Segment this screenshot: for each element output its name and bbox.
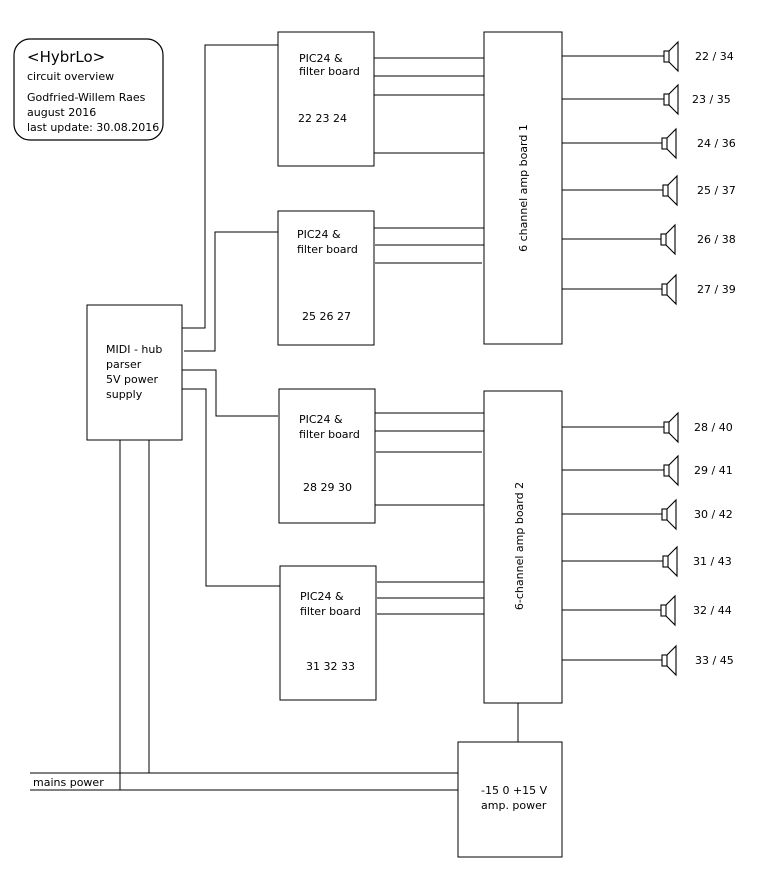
speaker-label: 27 / 39: [697, 283, 736, 296]
speaker-icon: [663, 411, 679, 444]
wire-pic1-to-amp1: [374, 57, 484, 154]
speaker-icon: [661, 127, 677, 160]
speaker: 27 / 39: [562, 273, 736, 306]
pic-board-line-1: PIC24 &: [300, 590, 344, 603]
speaker: 26 / 38: [562, 223, 736, 256]
wire-pic3-to-amp2: [375, 412, 484, 506]
midi-hub-line-4: supply: [106, 388, 143, 401]
amp-power-box: -15 0 +15 V amp. power: [457, 741, 563, 858]
pic-board-line-1: PIC24 &: [299, 52, 343, 65]
speaker-icon: [663, 83, 679, 116]
speaker-label: 28 / 40: [694, 421, 733, 434]
midi-hub-line-3: 5V power: [106, 373, 158, 386]
speaker-label: 31 / 43: [693, 555, 732, 568]
speaker-icon: [663, 40, 679, 73]
midi-hub-line-2: parser: [106, 358, 142, 371]
pic-board-line-1: PIC24 &: [299, 413, 343, 426]
wire-hub-to-pic2: [184, 231, 278, 352]
amp-board-label: 6 channel amp board 1: [517, 124, 530, 252]
pic-board-frame: [277, 210, 375, 346]
pic-board-frame: [278, 388, 376, 524]
amp-board-frame: [483, 31, 563, 345]
speaker: 25 / 37: [562, 174, 736, 207]
speaker-label: 33 / 45: [695, 654, 734, 667]
info-title: <HybrLo>: [27, 48, 105, 66]
pic-board-2: PIC24 & filter board 25 26 27: [277, 210, 375, 346]
speaker: 24 / 36: [562, 127, 736, 160]
speaker-icon: [663, 454, 679, 487]
info-box: <HybrLo> circuit overview Godfried-Wille…: [13, 38, 164, 141]
pic-board-4: PIC24 & filter board 31 32 33: [279, 565, 377, 701]
speaker-icon: [661, 498, 677, 531]
speakers: 22 / 34 23 / 35 24 / 36 25 / 37 26 / 38 27 / …: [562, 40, 736, 677]
amp-power-line-2: amp. power: [481, 799, 547, 812]
speaker: 31 / 43: [562, 545, 732, 578]
info-author: Godfried-Willem Raes: [27, 91, 146, 104]
speaker-label: 29 / 41: [694, 464, 733, 477]
midi-hub-frame: [86, 304, 183, 441]
amp-board-1: 6 channel amp board 1: [483, 31, 563, 345]
speaker: 32 / 44: [562, 594, 732, 627]
pic-board-3: PIC24 & filter board 28 29 30: [278, 388, 376, 524]
info-date: august 2016: [27, 106, 96, 119]
wire-hub-to-pic3: [182, 369, 278, 417]
speaker: 30 / 42: [562, 498, 733, 531]
pic-board-line-2: filter board: [299, 428, 360, 441]
pic-board-frame: [279, 565, 377, 701]
pic-board-frame: [277, 31, 375, 167]
mains-power-label: mains power: [33, 776, 104, 789]
amp-power-frame: [457, 741, 563, 858]
amp-board-label: 6-channel amp board 2: [513, 482, 526, 610]
speaker-label: 32 / 44: [693, 604, 732, 617]
speaker-label: 22 / 34: [695, 50, 734, 63]
wire-hub-to-pic4: [182, 388, 280, 587]
speaker-icon: [662, 174, 678, 207]
speaker: 33 / 45: [562, 644, 734, 677]
speaker-icon: [660, 594, 676, 627]
speaker: 23 / 35: [562, 83, 731, 116]
pic-board-channels: 22 23 24: [298, 112, 347, 125]
pic-board-line-2: filter board: [297, 243, 358, 256]
speaker-icon: [662, 545, 678, 578]
speaker-label: 23 / 35: [692, 93, 731, 106]
pic-board-line-2: filter board: [299, 65, 360, 78]
speaker-icon: [660, 223, 676, 256]
speaker-label: 25 / 37: [697, 184, 736, 197]
speaker: 29 / 41: [562, 454, 733, 487]
wire-pic4-to-amp2: [377, 581, 484, 615]
pic-board-line-2: filter board: [300, 605, 361, 618]
speaker: 22 / 34: [562, 40, 734, 73]
info-last-update: last update: 30.08.2016: [27, 121, 159, 134]
amp-board-frame: [483, 390, 563, 704]
info-box-frame: [13, 38, 164, 141]
wire-hub-to-pic1: [182, 44, 278, 329]
speaker-label: 26 / 38: [697, 233, 736, 246]
midi-hub-box: MIDI - hub parser 5V power supply: [86, 304, 183, 441]
control-wires: [30, 44, 519, 791]
pic-board-channels: 31 32 33: [306, 660, 355, 673]
amp-board-2: 6-channel amp board 2: [483, 390, 563, 704]
amp-power-line-1: -15 0 +15 V: [481, 784, 548, 797]
midi-hub-line-1: MIDI - hub: [106, 343, 162, 356]
pic-board-1: PIC24 & filter board 22 23 24: [277, 31, 375, 167]
speaker-label: 30 / 42: [694, 508, 733, 521]
wire-pic2-to-amp1: [374, 227, 484, 264]
pic-board-line-1: PIC24 &: [297, 228, 341, 241]
speaker: 28 / 40: [562, 411, 733, 444]
pic-board-channels: 28 29 30: [303, 481, 352, 494]
speaker-label: 24 / 36: [697, 137, 736, 150]
speaker-icon: [661, 644, 677, 677]
info-subtitle: circuit overview: [27, 70, 114, 83]
speaker-icon: [661, 273, 677, 306]
pic-board-channels: 25 26 27: [302, 310, 351, 323]
